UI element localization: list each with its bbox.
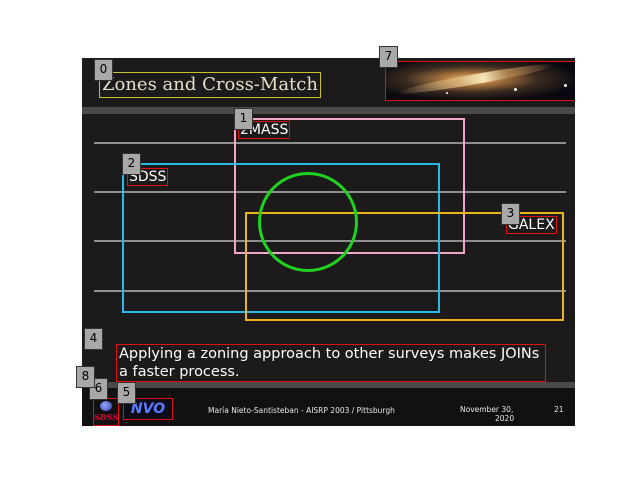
crossmatch-circle bbox=[258, 172, 358, 272]
survey-box-sdss bbox=[122, 163, 440, 313]
sdss-logo-text: SDSS bbox=[94, 412, 119, 422]
body-text: Applying a zoning approach to other surv… bbox=[116, 344, 546, 382]
zone-line bbox=[94, 142, 566, 144]
slide: Zones and Cross-Match 2MASS SDSS GALEX A… bbox=[82, 58, 575, 426]
galaxy-band bbox=[396, 62, 556, 98]
survey-box-2mass bbox=[234, 118, 465, 254]
footer-divider bbox=[82, 382, 575, 388]
star-icon bbox=[514, 88, 517, 91]
annotation-tag: 3 bbox=[501, 203, 520, 225]
footer-date-line2: 2020 bbox=[495, 414, 515, 423]
footer-page-number: 21 bbox=[554, 405, 564, 414]
annotation-tag: 7 bbox=[379, 46, 398, 68]
annotation-tag: 4 bbox=[84, 328, 103, 350]
annotation-tag: 5 bbox=[117, 382, 136, 404]
annotation-tag: 1 bbox=[234, 108, 253, 130]
galaxy-image bbox=[385, 61, 575, 101]
sdss-logo: SDSS bbox=[93, 398, 119, 426]
annotation-tag: 0 bbox=[94, 59, 113, 81]
footer-date-line1: November 30, bbox=[460, 405, 514, 414]
annotation-tag: 8 bbox=[76, 366, 95, 388]
sdss-logo-icon bbox=[100, 401, 112, 411]
survey-box-galex bbox=[245, 212, 564, 321]
star-icon bbox=[564, 84, 567, 87]
zone-line bbox=[94, 290, 566, 292]
annotation-tag: 2 bbox=[122, 153, 141, 175]
footer-author: María Nieto-Santisteban - AISRP 2003 / P… bbox=[208, 406, 395, 415]
header-divider bbox=[82, 107, 575, 114]
star-icon bbox=[446, 92, 448, 94]
slide-title: Zones and Cross-Match bbox=[99, 72, 321, 98]
